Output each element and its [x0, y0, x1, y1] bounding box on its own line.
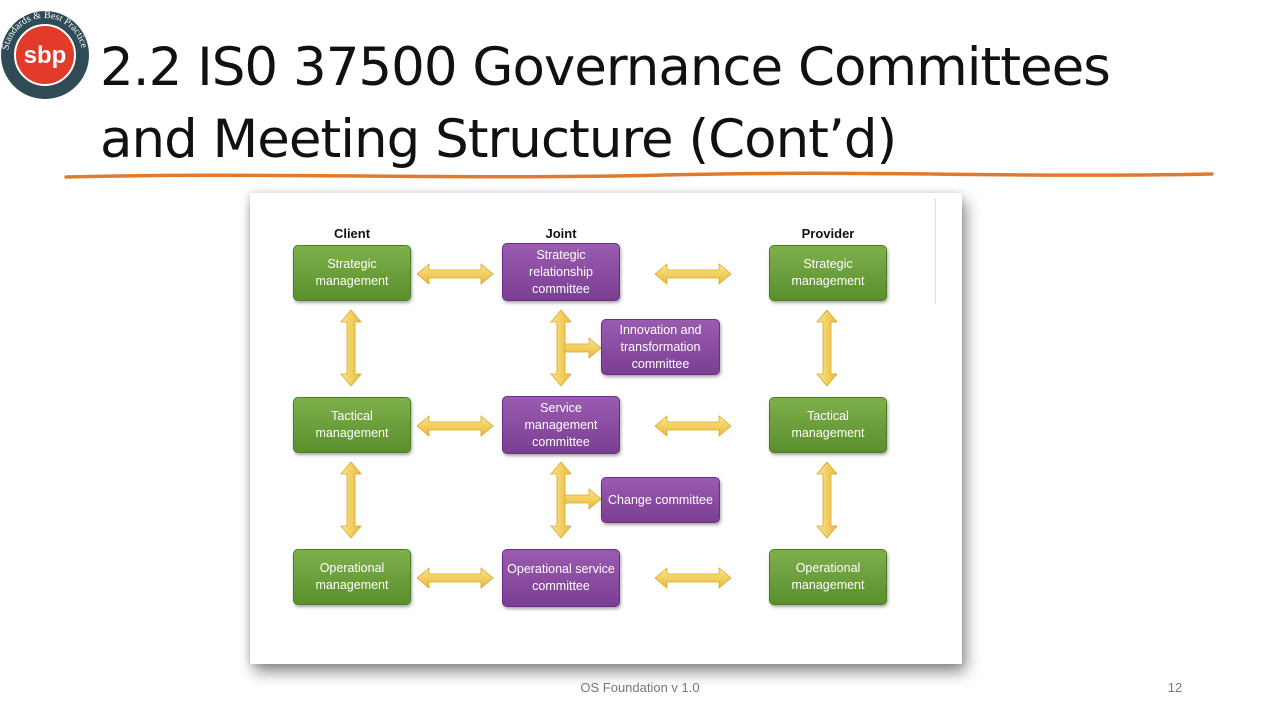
- h-arrow-joint-provider-strategic: [654, 263, 732, 285]
- page-number: 12: [1167, 680, 1183, 695]
- change-committee: Change committee: [601, 477, 720, 523]
- figure-edge-mark: [935, 199, 938, 304]
- title-underline: [64, 171, 1214, 179]
- column-header-client: Client: [333, 226, 371, 241]
- provider-tactical-management: Tactical management: [769, 397, 887, 453]
- client-operational-management: Operational management: [293, 549, 411, 605]
- joint-strategic-relationship-committee: Strategic relationship committee: [502, 243, 620, 301]
- provider-operational-management: Operational management: [769, 549, 887, 605]
- joint-service-management-committee: Service management committee: [502, 396, 620, 454]
- slide-title: 2.2 IS0 37500 Governance Committees and …: [100, 32, 1270, 176]
- joint-operational-service-committee: Operational service committee: [502, 549, 620, 607]
- h-arrow-client-joint-tactical: [416, 415, 494, 437]
- client-strategic-management: Strategic management: [293, 245, 411, 301]
- branch-arrow-innovation: [564, 337, 602, 359]
- logo-text: sbp: [24, 42, 67, 69]
- title-line-1: 2.2 IS0 37500 Governance Committees: [100, 37, 1111, 98]
- governance-diagram: Client Joint Provider: [250, 193, 962, 664]
- branch-arrow-change: [564, 488, 602, 510]
- v-arrow-joint-2: [550, 461, 572, 539]
- sbp-logo: sbp Standards & Best Practice: [0, 10, 89, 99]
- footer-text: OS Foundation v 1.0: [580, 680, 700, 695]
- h-arrow-client-joint-operational: [416, 567, 494, 589]
- arrows-layer: [340, 263, 838, 589]
- h-arrow-client-joint-strategic: [416, 263, 494, 285]
- v-arrow-client-1: [340, 309, 362, 387]
- provider-strategic-management: Strategic management: [769, 245, 887, 301]
- h-arrow-joint-provider-tactical: [654, 415, 732, 437]
- v-arrow-provider-1: [816, 309, 838, 387]
- v-arrow-joint-1: [550, 309, 572, 387]
- client-tactical-management: Tactical management: [293, 397, 411, 453]
- v-arrow-client-2: [340, 461, 362, 539]
- column-header-provider: Provider: [801, 226, 855, 241]
- column-header-joint: Joint: [545, 226, 577, 241]
- h-arrow-joint-provider-operational: [654, 567, 732, 589]
- title-line-2: and Meeting Structure (Cont’d): [100, 109, 897, 170]
- v-arrow-provider-2: [816, 461, 838, 539]
- innovation-transformation-committee: Innovation and transformation committee: [601, 319, 720, 375]
